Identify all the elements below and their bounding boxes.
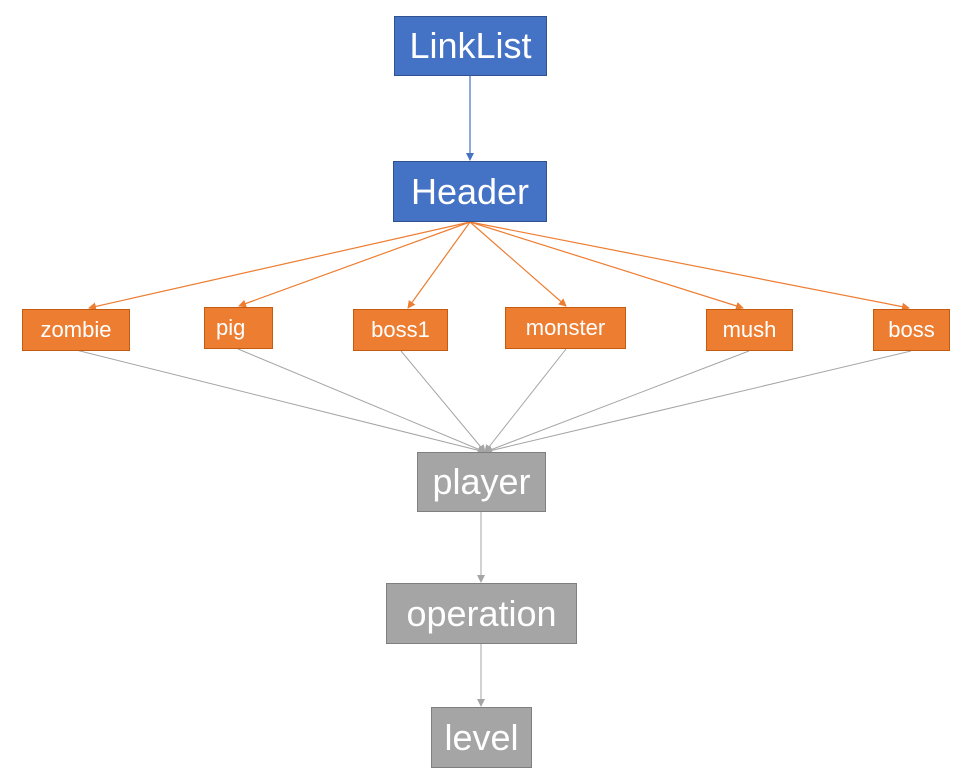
node-operation: operation: [386, 583, 577, 644]
node-linklist-label: LinkList: [409, 25, 532, 66]
edge-header-mush: [469, 221, 744, 310]
node-player: player: [417, 452, 546, 512]
edge-mush-player: [484, 350, 750, 454]
node-operation-label: operation: [406, 592, 557, 634]
edge-header-pig: [238, 221, 471, 308]
node-header-label: Header: [410, 170, 530, 212]
edge-boss-player: [484, 350, 912, 455]
node-header: Header: [393, 161, 547, 222]
node-level: level: [431, 707, 532, 768]
edge-boss1-player: [400, 350, 486, 453]
edge-pig-player: [237, 348, 486, 453]
edge-header-boss: [469, 221, 910, 311]
node-linklist: LinkList: [394, 16, 547, 76]
node-boss-label: boss: [888, 317, 935, 342]
node-boss: boss: [873, 309, 950, 351]
node-monster-label: monster: [525, 315, 606, 340]
node-pig-label: pig: [216, 315, 246, 340]
edge-zombie-player: [75, 349, 486, 455]
node-zombie-label: zombie: [40, 317, 112, 342]
edge-header-monster: [469, 221, 567, 307]
node-player-label: player: [432, 461, 531, 502]
node-boss1-label: boss1: [371, 317, 430, 342]
node-pig: pig: [204, 307, 273, 349]
edge-header-boss1: [407, 221, 471, 309]
edge-header-zombie: [88, 221, 471, 311]
edge-monster-player: [484, 348, 567, 453]
node-level-label: level: [444, 716, 519, 758]
node-mush-label: mush: [722, 317, 777, 342]
node-monster: monster: [505, 307, 626, 349]
node-boss1: boss1: [353, 309, 448, 351]
node-zombie: zombie: [22, 309, 130, 351]
node-mush: mush: [706, 309, 793, 351]
